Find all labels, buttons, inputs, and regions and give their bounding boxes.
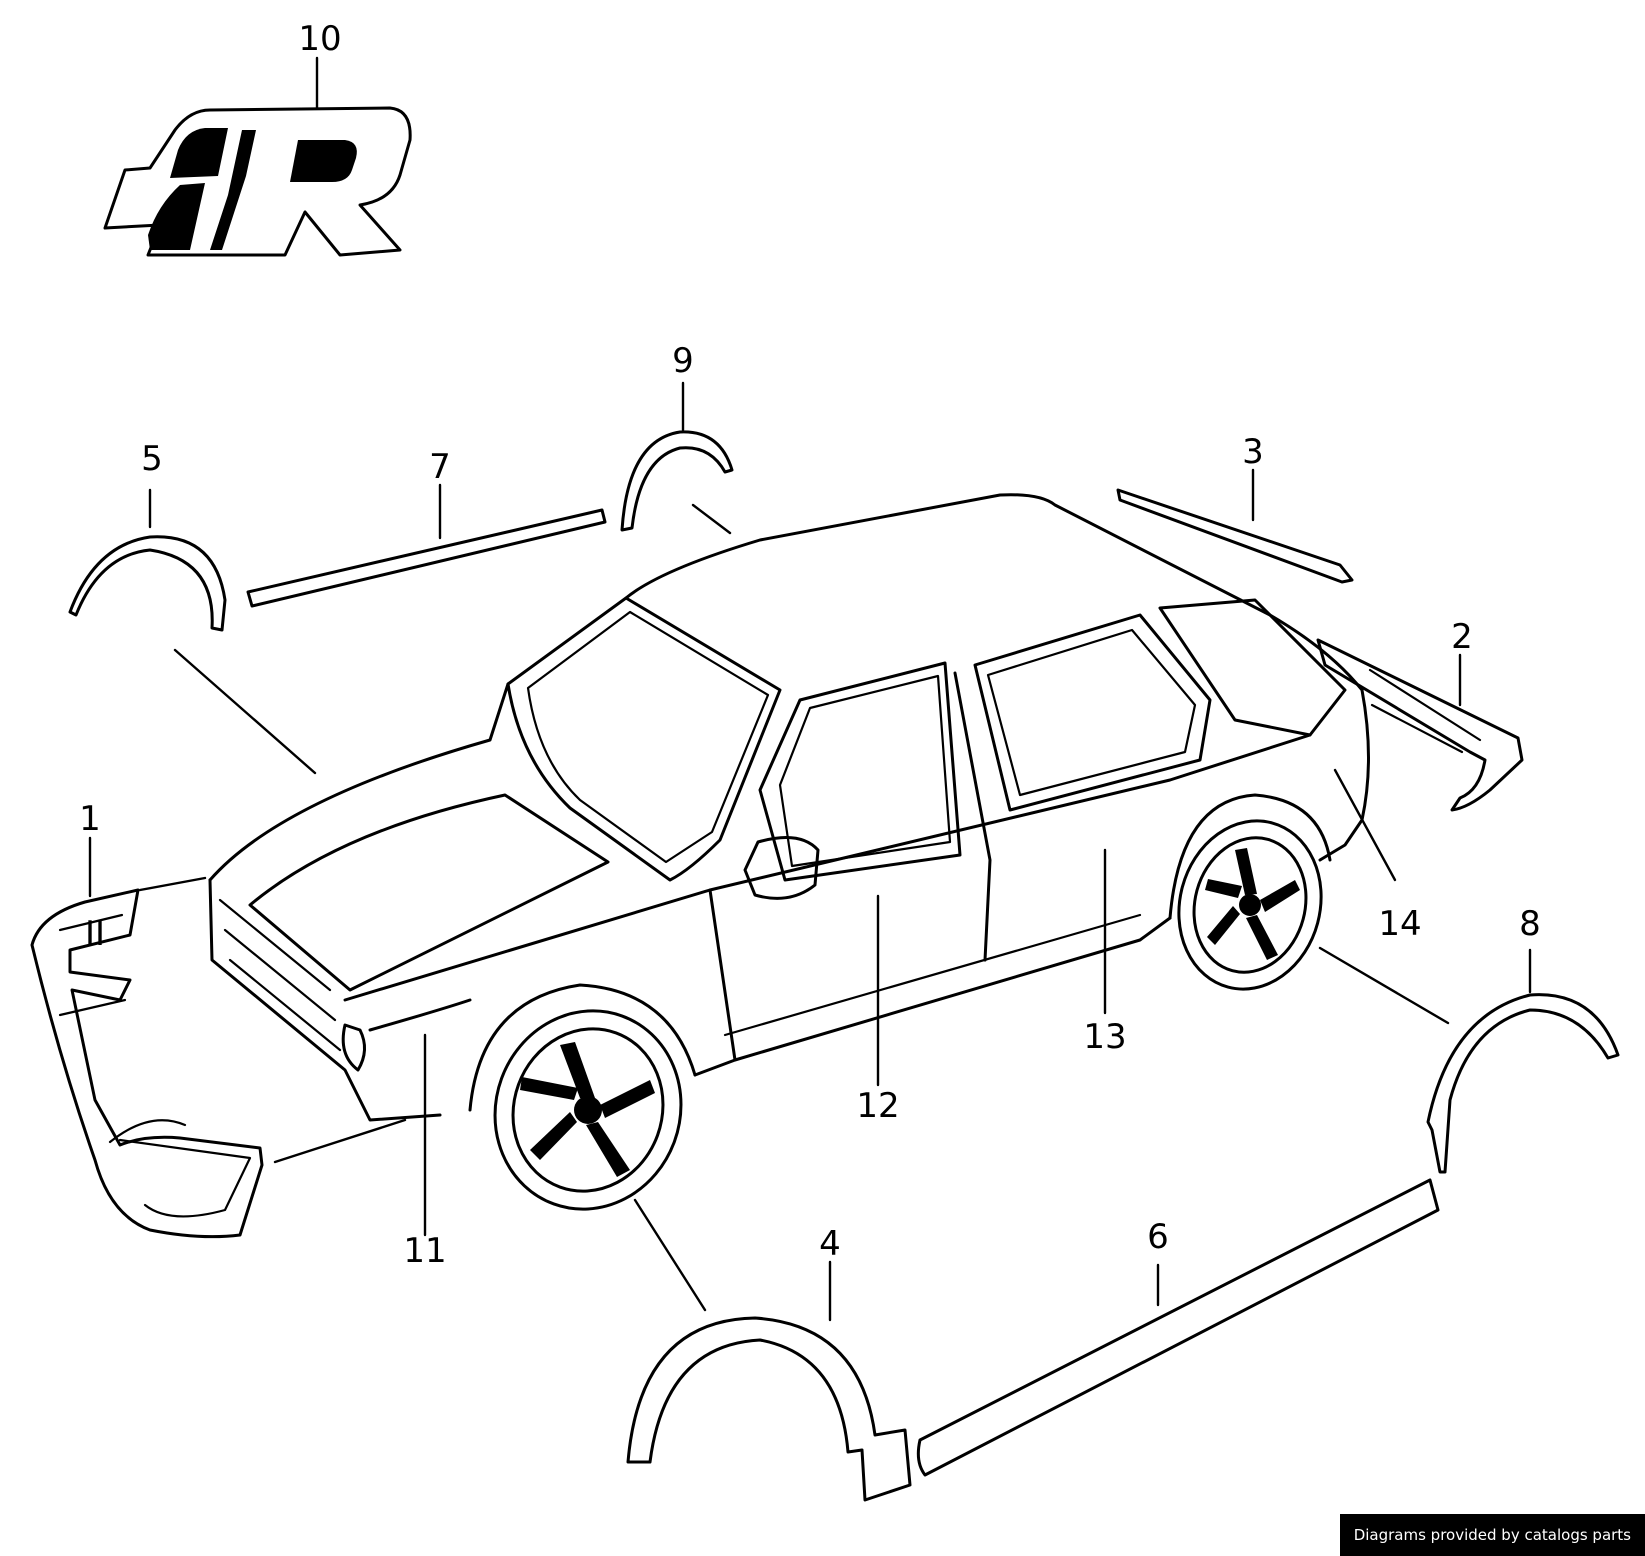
r-logo-emblem[interactable] [103, 106, 412, 257]
callout-3[interactable]: 3 [1242, 432, 1264, 472]
callout-13[interactable]: 13 [1083, 1017, 1126, 1057]
rear-wheel [1177, 819, 1323, 991]
callout-10[interactable]: 10 [298, 19, 341, 59]
part-2-rear-bumper[interactable] [1316, 638, 1524, 812]
part-6-side-sill[interactable] [916, 1178, 1440, 1477]
part-7-trim-strip[interactable] [246, 508, 607, 608]
part-5-wheel-arch-trim[interactable] [68, 535, 227, 632]
car-body-outline [208, 493, 1370, 1122]
callout-1[interactable]: 1 [79, 799, 101, 839]
callout-2[interactable]: 2 [1451, 617, 1473, 657]
credit-text: Diagrams provided by catalogs parts [1353, 1526, 1631, 1544]
part-4-wheel-arch-trim[interactable] [626, 1316, 912, 1502]
front-wheel [493, 1009, 683, 1211]
callout-6[interactable]: 6 [1147, 1217, 1169, 1257]
callout-labels: 10 1 2 3 4 5 6 7 8 9 11 12 13 14 [79, 19, 1541, 1271]
callout-5[interactable]: 5 [141, 439, 163, 479]
bumper-emblem-text: II [85, 914, 105, 954]
callout-8[interactable]: 8 [1519, 904, 1541, 944]
callout-12[interactable]: 12 [856, 1086, 899, 1126]
callout-11[interactable]: 11 [403, 1231, 446, 1271]
credit-banner: Diagrams provided by catalogs parts [1339, 1514, 1645, 1556]
part-9-wheel-arch-trim[interactable] [620, 430, 734, 532]
part-3-roof-strip[interactable] [1116, 488, 1354, 584]
callout-4[interactable]: 4 [819, 1224, 841, 1264]
part-8-wheel-arch-trim[interactable] [1426, 993, 1620, 1174]
callout-7[interactable]: 7 [429, 447, 451, 487]
callout-9[interactable]: 9 [672, 341, 694, 381]
callout-14[interactable]: 14 [1378, 904, 1421, 944]
part-1-front-bumper[interactable]: II [30, 888, 264, 1239]
leader-lines [88, 56, 1532, 1322]
